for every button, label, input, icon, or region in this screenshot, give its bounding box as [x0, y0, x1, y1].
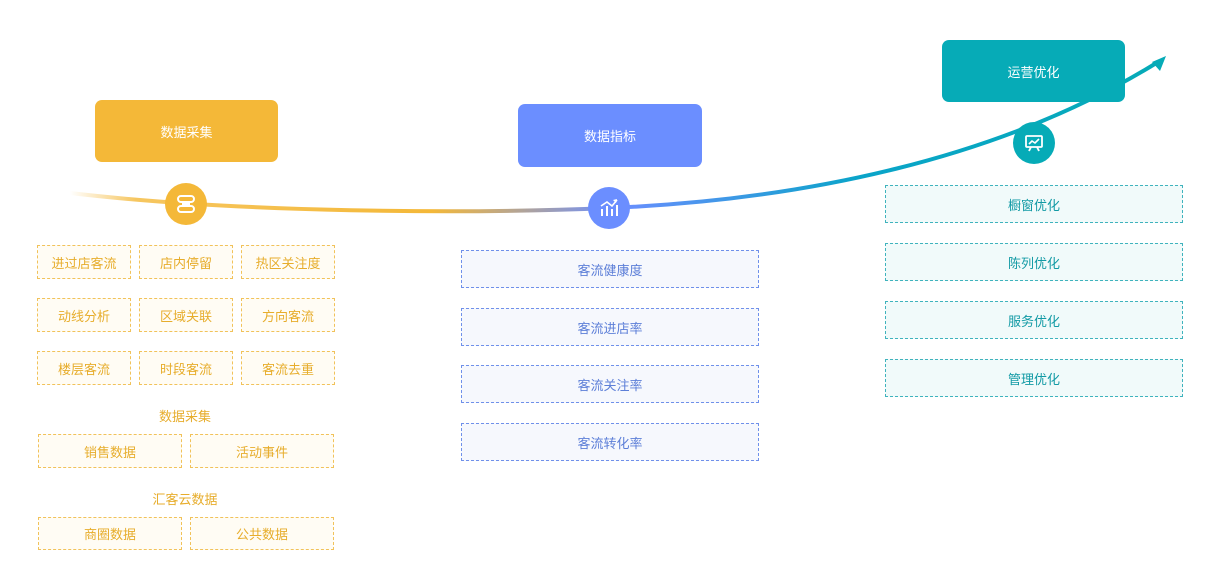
collection-tag: 客流去重 — [241, 351, 335, 385]
group-label-collection: 数据采集 — [158, 410, 211, 425]
optimization-item: 橱窗优化 — [885, 185, 1183, 223]
optimization-item: 管理优化 — [885, 359, 1183, 397]
arrow-head — [1152, 56, 1166, 71]
optimization-item: 陈列优化 — [885, 243, 1183, 281]
database-icon — [177, 195, 195, 213]
collection-tag: 热区关注度 — [241, 245, 335, 279]
collection-tag: 区域关联 — [139, 298, 233, 332]
metric-item: 客流健康度 — [461, 250, 759, 288]
collection-tag: 销售数据 — [38, 434, 182, 468]
presentation-icon — [1025, 135, 1043, 152]
chart-trend-icon — [600, 199, 618, 216]
stage-title-optimization: 运营优化 — [942, 40, 1125, 102]
collection-node — [165, 183, 207, 225]
metric-item: 客流关注率 — [461, 365, 759, 403]
metrics-node — [588, 187, 630, 229]
collection-tag: 商圈数据 — [38, 517, 182, 550]
optimization-node — [1013, 122, 1055, 164]
metric-item: 客流转化率 — [461, 423, 759, 461]
stage-title-collection: 数据采集 — [95, 100, 278, 162]
collection-tag: 楼层客流 — [37, 351, 131, 385]
stage-title-metrics: 数据指标 — [518, 104, 702, 167]
metric-item: 客流进店率 — [461, 308, 759, 346]
collection-tag: 店内停留 — [139, 245, 233, 279]
collection-tag: 公共数据 — [190, 517, 334, 550]
collection-tag: 时段客流 — [139, 351, 233, 385]
collection-tag: 活动事件 — [190, 434, 334, 468]
collection-tag: 动线分析 — [37, 298, 131, 332]
optimization-item: 服务优化 — [885, 301, 1183, 339]
group-label-huikeyun: 汇客云数据 — [152, 493, 218, 508]
collection-tag: 进过店客流 — [37, 245, 131, 279]
collection-tag: 方向客流 — [241, 298, 335, 332]
